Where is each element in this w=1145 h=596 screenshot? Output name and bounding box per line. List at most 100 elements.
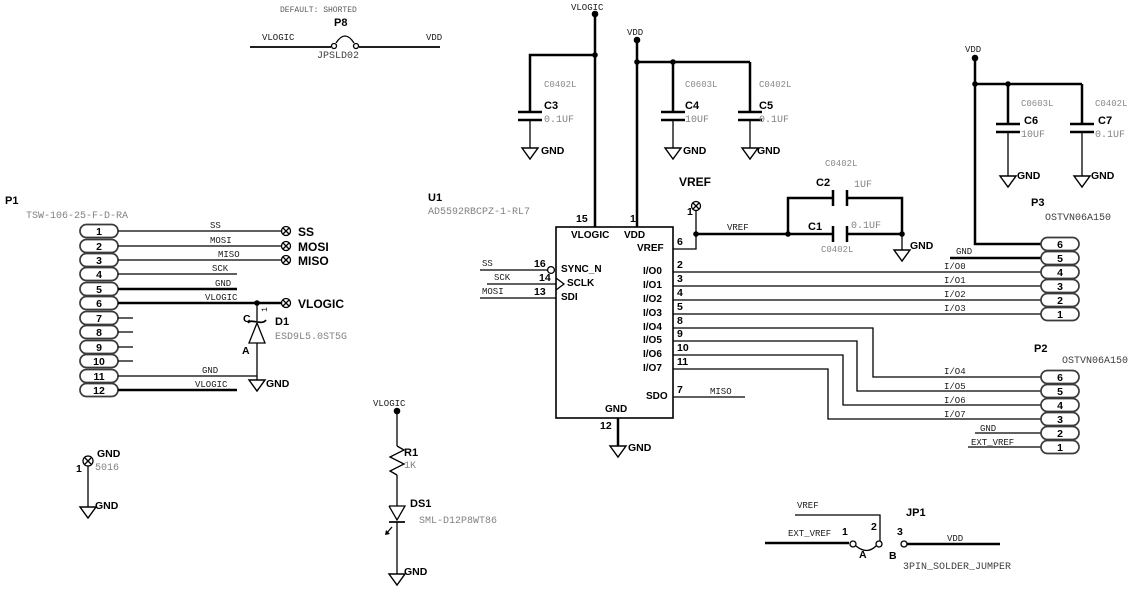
- p1-pin8: 8: [96, 327, 102, 339]
- u1-pin4-name: I/O2: [643, 294, 662, 305]
- p2-pin2: 2: [1057, 428, 1063, 440]
- p1-pin7: 7: [96, 313, 102, 325]
- tp-mosi-label: MOSI: [298, 240, 329, 254]
- u1-pin1-num: 1: [630, 213, 636, 225]
- tp-miso-label: MISO: [298, 254, 329, 268]
- p1-pin3: 3: [96, 255, 102, 267]
- u1-gnd-label: GND: [628, 442, 652, 454]
- c3-footprint: C0402L: [544, 80, 577, 90]
- gnd-tp-name: GND: [97, 448, 121, 460]
- r1-refdes: R1: [404, 447, 419, 459]
- c5-value: 0.1UF: [759, 115, 790, 126]
- p3-net-io1: I/O1: [944, 276, 966, 286]
- p3-pin6: 6: [1057, 239, 1063, 251]
- p1-net-sck: SCK: [212, 264, 229, 274]
- u1-pin5-name: I/O3: [643, 308, 662, 319]
- p1-pin6: 6: [96, 298, 102, 310]
- p2-pin1: 1: [1057, 442, 1063, 454]
- p3-net-io3: I/O3: [944, 304, 966, 314]
- c4-value: 10UF: [685, 115, 710, 126]
- r1-net-vlogic: VLOGIC: [373, 399, 406, 409]
- c4-refdes: C4: [685, 100, 700, 112]
- u1-pin14-num: 14: [539, 272, 551, 284]
- p3-pin5: 5: [1057, 253, 1063, 265]
- p3-connector-symbol: [1040, 236, 1080, 322]
- c1-gnd-label: GND: [910, 240, 934, 252]
- p1-net-vlogic: VLOGIC: [205, 293, 238, 303]
- c6-gnd-label: GND: [1017, 170, 1041, 182]
- u1-refdes: U1: [428, 192, 443, 204]
- p3-pin3: 3: [1057, 281, 1063, 293]
- p3-pin2: 2: [1057, 295, 1063, 307]
- d1-cathode-label: C: [243, 313, 251, 325]
- u1-pin1-name: VDD: [624, 230, 646, 241]
- p3-pin1: 1: [1057, 309, 1063, 321]
- io-wires: [673, 271, 1041, 420]
- vref-tp-pin: 1: [687, 206, 693, 218]
- jp1-jumper-symbol: [765, 514, 1000, 552]
- p2-pin6: 6: [1057, 372, 1063, 384]
- p3-net-io0: I/O0: [944, 262, 966, 272]
- p1-connector-symbol: [79, 223, 292, 398]
- c1-footprint: C0402L: [821, 245, 854, 255]
- c1-value: 0.1UF: [851, 221, 882, 232]
- d1-gnd-label: GND: [266, 378, 290, 390]
- p2-pin5: 5: [1057, 386, 1063, 398]
- r1-value: 1K: [404, 461, 417, 472]
- p8-net-vdd: VDD: [426, 33, 443, 43]
- ds1-part: SML-D12P8WT86: [419, 516, 498, 527]
- p1-pin12: 12: [93, 385, 105, 397]
- u1-pin16-name: SYNC_N: [561, 264, 602, 275]
- p2-net-extvref: EXT_VREF: [971, 438, 1015, 448]
- d1-anode-label: A: [242, 345, 250, 357]
- vref-net: [673, 190, 912, 263]
- p1-pin11: 11: [93, 371, 105, 383]
- tp-vlogic-pin: 1: [260, 307, 270, 312]
- u1-net-miso: MISO: [710, 387, 732, 397]
- p2-connector-symbol: [968, 369, 1080, 455]
- d1-refdes: D1: [275, 316, 290, 328]
- vlogic-rail: [518, 10, 599, 227]
- gnd-testpoint-symbol: [78, 455, 98, 520]
- c7-footprint: C0402L: [1095, 99, 1128, 109]
- p1-pin10: 10: [93, 356, 105, 368]
- r1-ds1-branch: [385, 407, 407, 587]
- u1-net-mosi: MOSI: [482, 287, 504, 297]
- c1-refdes: C1: [808, 221, 823, 233]
- p8-default-note: DEFAULT: SHORTED: [280, 6, 357, 15]
- vref-tp-label: VREF: [679, 175, 712, 189]
- u1-pin3-num: 3: [677, 273, 683, 285]
- p1-net-mosi: MOSI: [210, 236, 232, 246]
- jp1-a-label: A: [859, 549, 867, 561]
- u1-net-ss: SS: [482, 259, 493, 269]
- u1-pin6-name: VREF: [637, 243, 664, 254]
- c5-refdes: C5: [759, 100, 774, 112]
- c7-gnd-label: GND: [1091, 170, 1115, 182]
- jp1-refdes: JP1: [906, 507, 926, 519]
- u1-net-sck: SCK: [494, 273, 511, 283]
- p1-net-ss: SS: [210, 221, 221, 231]
- p1-net-vlogic2: VLOGIC: [195, 380, 228, 390]
- p8-refdes: P8: [334, 17, 348, 29]
- vdd-right-power-label: VDD: [965, 45, 982, 55]
- u1-pin8-name: I/O4: [643, 322, 662, 333]
- u1-pin10-name: I/O6: [643, 349, 662, 360]
- jp1-net-vref: VREF: [797, 501, 819, 511]
- p1-net-gnd: GND: [215, 279, 232, 289]
- gnd-tp-gnd-label: GND: [95, 500, 119, 512]
- u1-pin10-num: 10: [677, 342, 689, 354]
- c2-value: 1UF: [854, 180, 873, 191]
- p3-net-gnd: GND: [956, 247, 973, 257]
- gnd-tp-part: 5016: [95, 463, 120, 474]
- ds1-gnd-label: GND: [404, 566, 428, 578]
- u1-pin16-num: 16: [534, 258, 546, 270]
- p2-net-gnd: GND: [980, 424, 997, 434]
- d1-part: ESD9L5.0ST5G: [275, 332, 348, 343]
- p2-net-io7: I/O7: [944, 410, 966, 420]
- p2-net-io4: I/O4: [944, 367, 966, 377]
- p3-net-io2: I/O2: [944, 290, 966, 300]
- p8-value: JPSLD02: [317, 51, 360, 62]
- c7-refdes: C7: [1098, 115, 1113, 127]
- p2-net-io6: I/O6: [944, 396, 966, 406]
- p2-pin4: 4: [1057, 400, 1063, 412]
